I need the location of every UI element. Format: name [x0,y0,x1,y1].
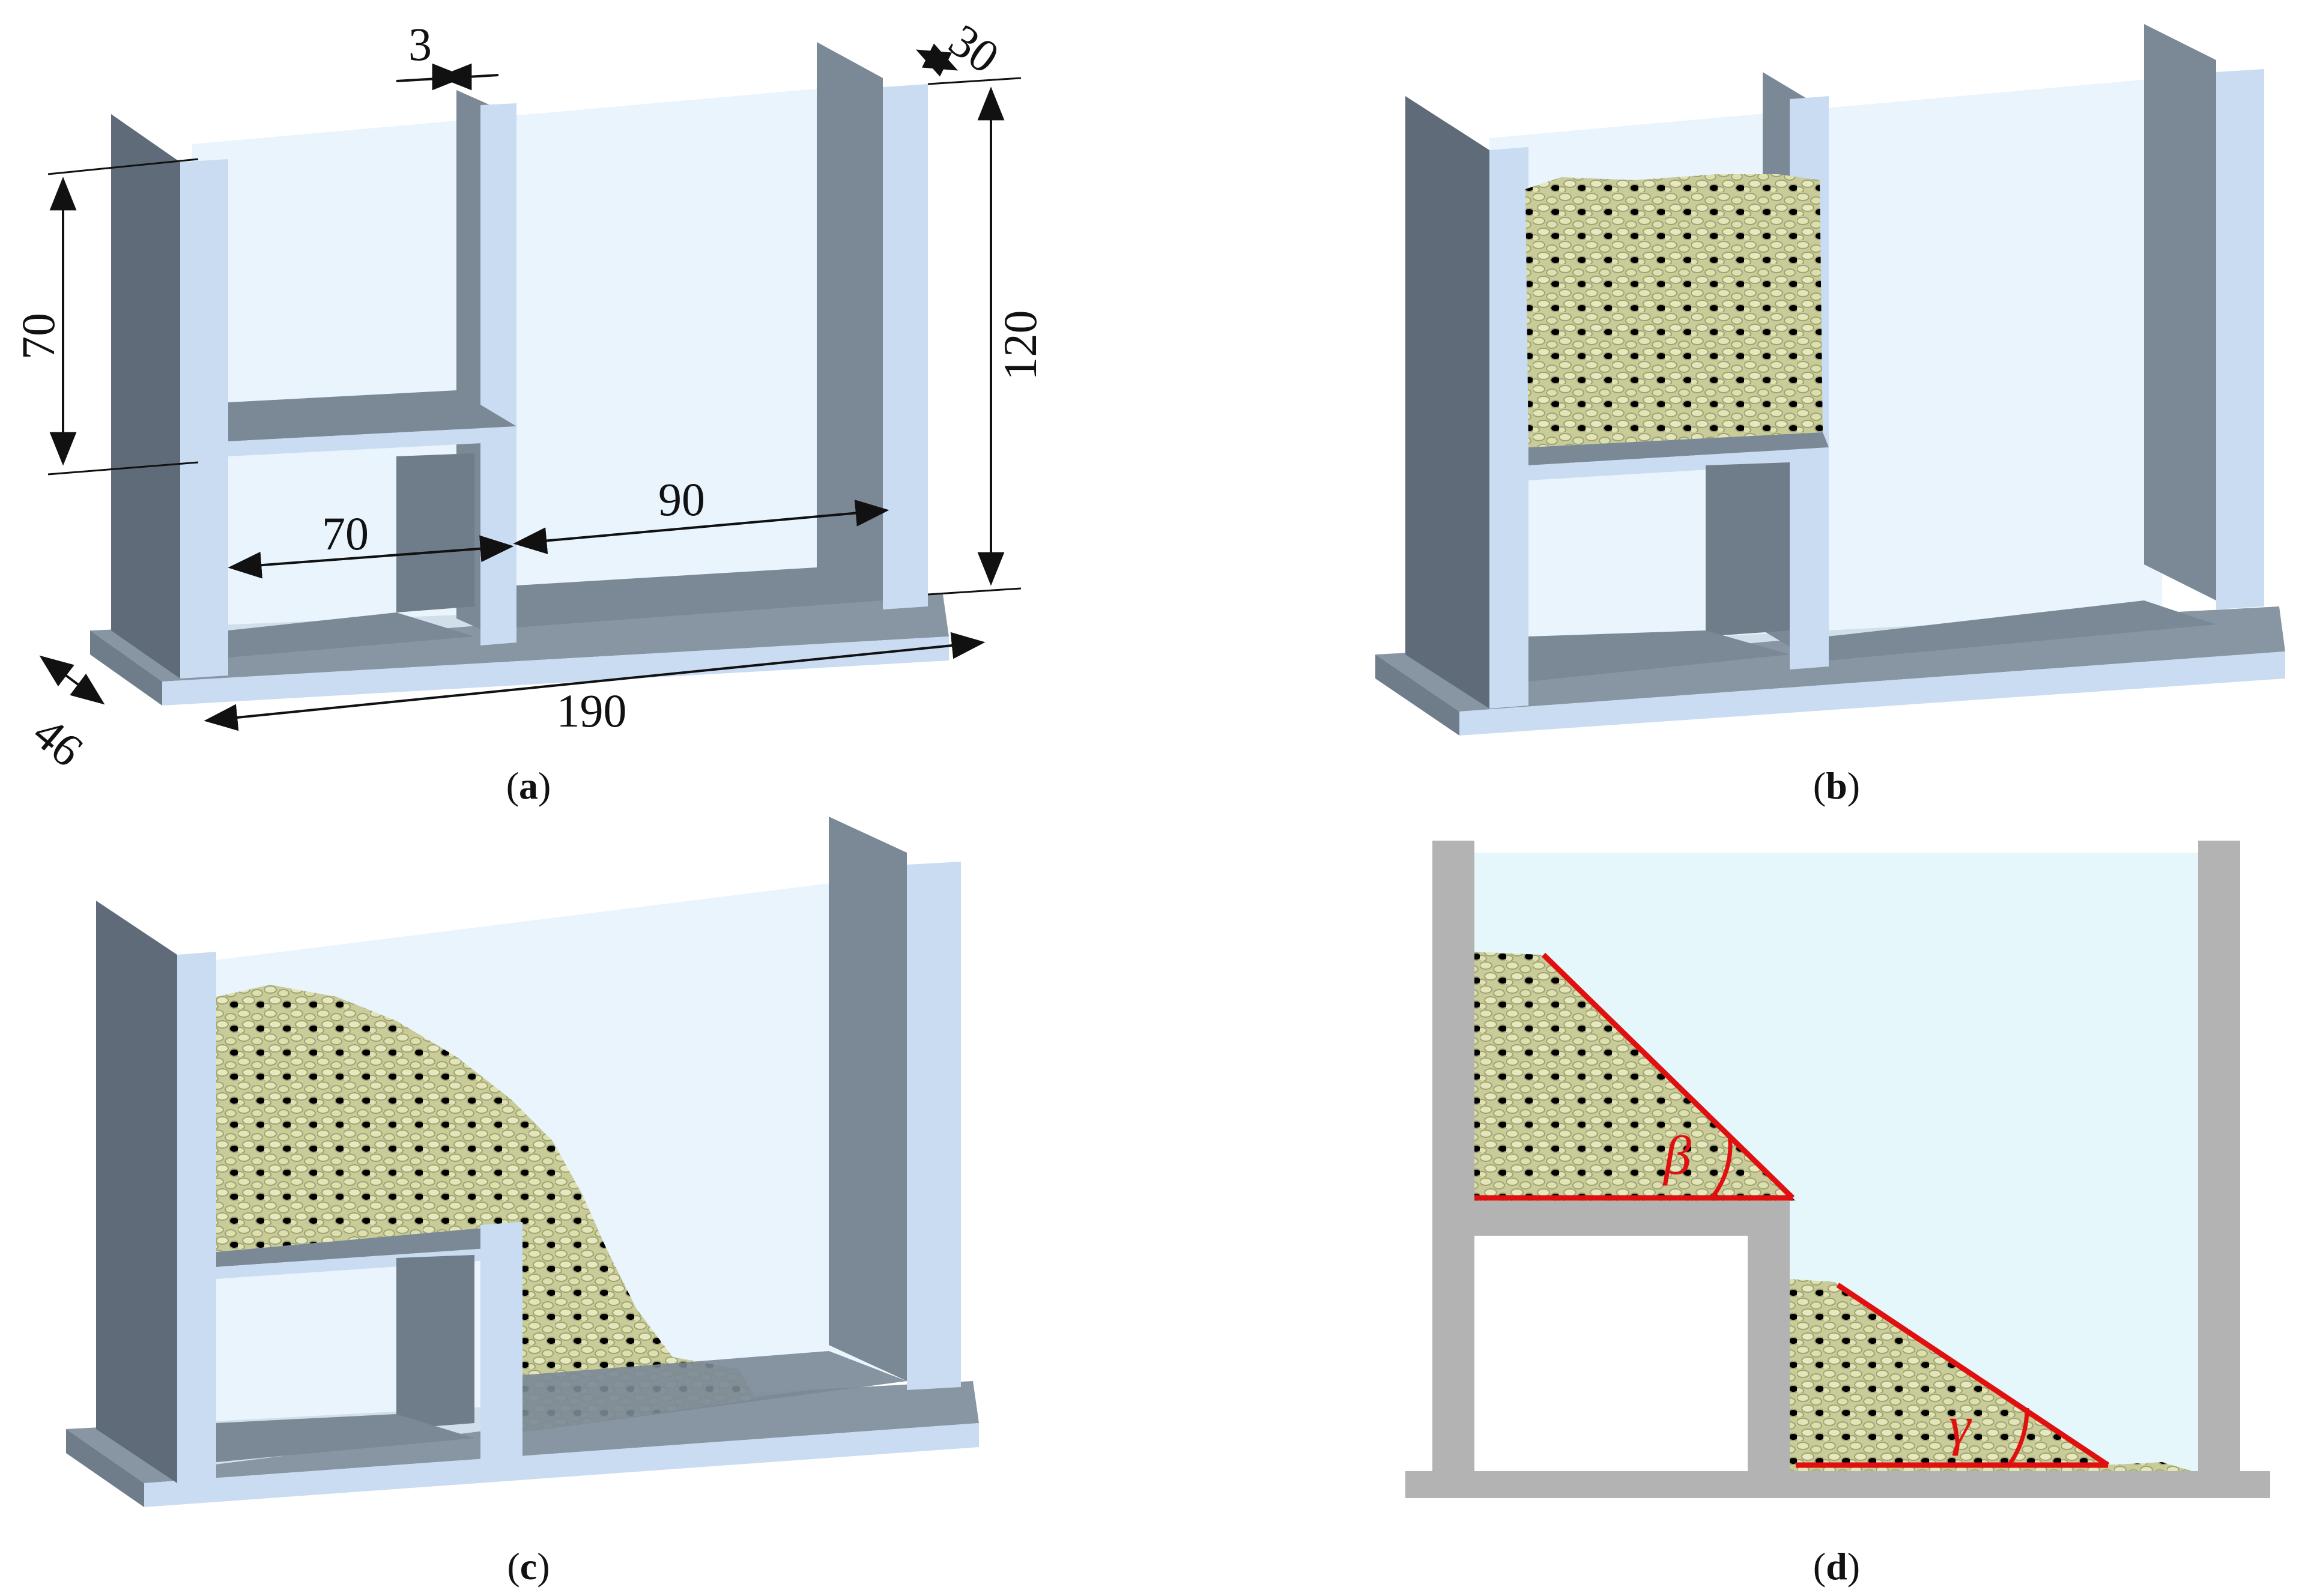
hopper-floor [216,1225,522,1267]
left-column-front [180,159,228,679]
hopper-floor [1474,1201,1790,1236]
right-column-front [2216,69,2264,609]
dim-base-depth-label: 46 [23,706,93,776]
upper-granular-wedge [1474,952,1796,1201]
hopper-floor-front [216,1246,522,1279]
right-wall [2198,841,2240,1477]
right-column-front [907,862,961,1390]
caption-c: (c) [507,1545,550,1588]
base-side [1375,654,1459,736]
base-front [144,1423,979,1507]
lower-box-back [396,453,474,612]
right-column-back [2144,24,2216,600]
lower-box-back [1706,462,1790,636]
divider-column-front [480,1222,522,1462]
left-column-side [96,901,177,1483]
panel-d: β γ (d) [1405,841,2270,1588]
upper-slope-line [1541,952,1795,1200]
dim-depth-top-label: 30 [940,14,1008,83]
dim-total-top [927,77,1022,85]
dim-width-label: 190 [557,685,627,737]
dim-width-arrow [204,632,986,731]
dim-upper-top [47,158,199,175]
caption-d: (d) [1813,1545,1860,1588]
lower-angle-arc [2007,1407,2029,1467]
lower-box-back [396,1255,474,1429]
upper-angle-label: β [1662,1125,1691,1186]
lower-slope-line [1836,1283,2110,1468]
lower-right-floor [1829,600,2216,660]
base-side [90,630,162,706]
left-column-front [177,952,216,1483]
lower-right-floor [516,567,883,627]
dim-lower-right-arrow [513,500,889,554]
lower-right-floor [522,1351,907,1432]
base-side [66,1429,144,1507]
base-front [1459,651,2285,736]
granular-fill [216,985,757,1432]
dim-lower-right-label: 90 [658,473,705,525]
dim-lower-left-arrow [228,535,514,579]
caption-a: (a) [506,764,551,807]
lower-box-floor [1528,630,1790,682]
hopper-floor [1528,432,1829,465]
divider-column-front [480,103,516,645]
hopper-floor-front [228,426,516,456]
left-column-side [1405,96,1489,709]
left-wall [1432,841,1474,1477]
upper-angle-arc [1710,1134,1733,1200]
dim-lower-left-label: 70 [322,507,369,560]
hopper-floor-front [1528,447,1829,480]
panel-a: 3 30 70 120 70 90 190 46 (a) [12,14,1046,807]
dim-upper-label: 70 [12,313,64,360]
lower-angle-label: γ [1949,1395,1972,1456]
dim-total-bottom [927,587,1022,596]
granular-fill [1525,174,1823,447]
dim-base-depth-arrow [39,655,105,705]
base-floor [1405,1471,2270,1498]
dim-upper-bottom [47,461,199,476]
left-column-front [1489,147,1528,709]
lower-box-floor [216,1414,474,1462]
panel-b: (b) [1375,24,2285,807]
dim-gap-label: 3 [408,18,432,70]
caption-b: (b) [1813,764,1860,807]
dim-depth-top-line [915,43,959,77]
hopper-floor [228,390,516,441]
lower-granular-wedge [1790,1279,2192,1471]
right-column-back [817,42,883,600]
left-column-side [111,114,180,679]
panel-c: (c) [66,817,979,1588]
divider-wall [1748,1201,1790,1474]
dim-total-label: 120 [994,310,1046,381]
right-column-back [829,817,907,1381]
right-column-front [883,84,928,609]
lower-box-inner [1474,1236,1748,1471]
